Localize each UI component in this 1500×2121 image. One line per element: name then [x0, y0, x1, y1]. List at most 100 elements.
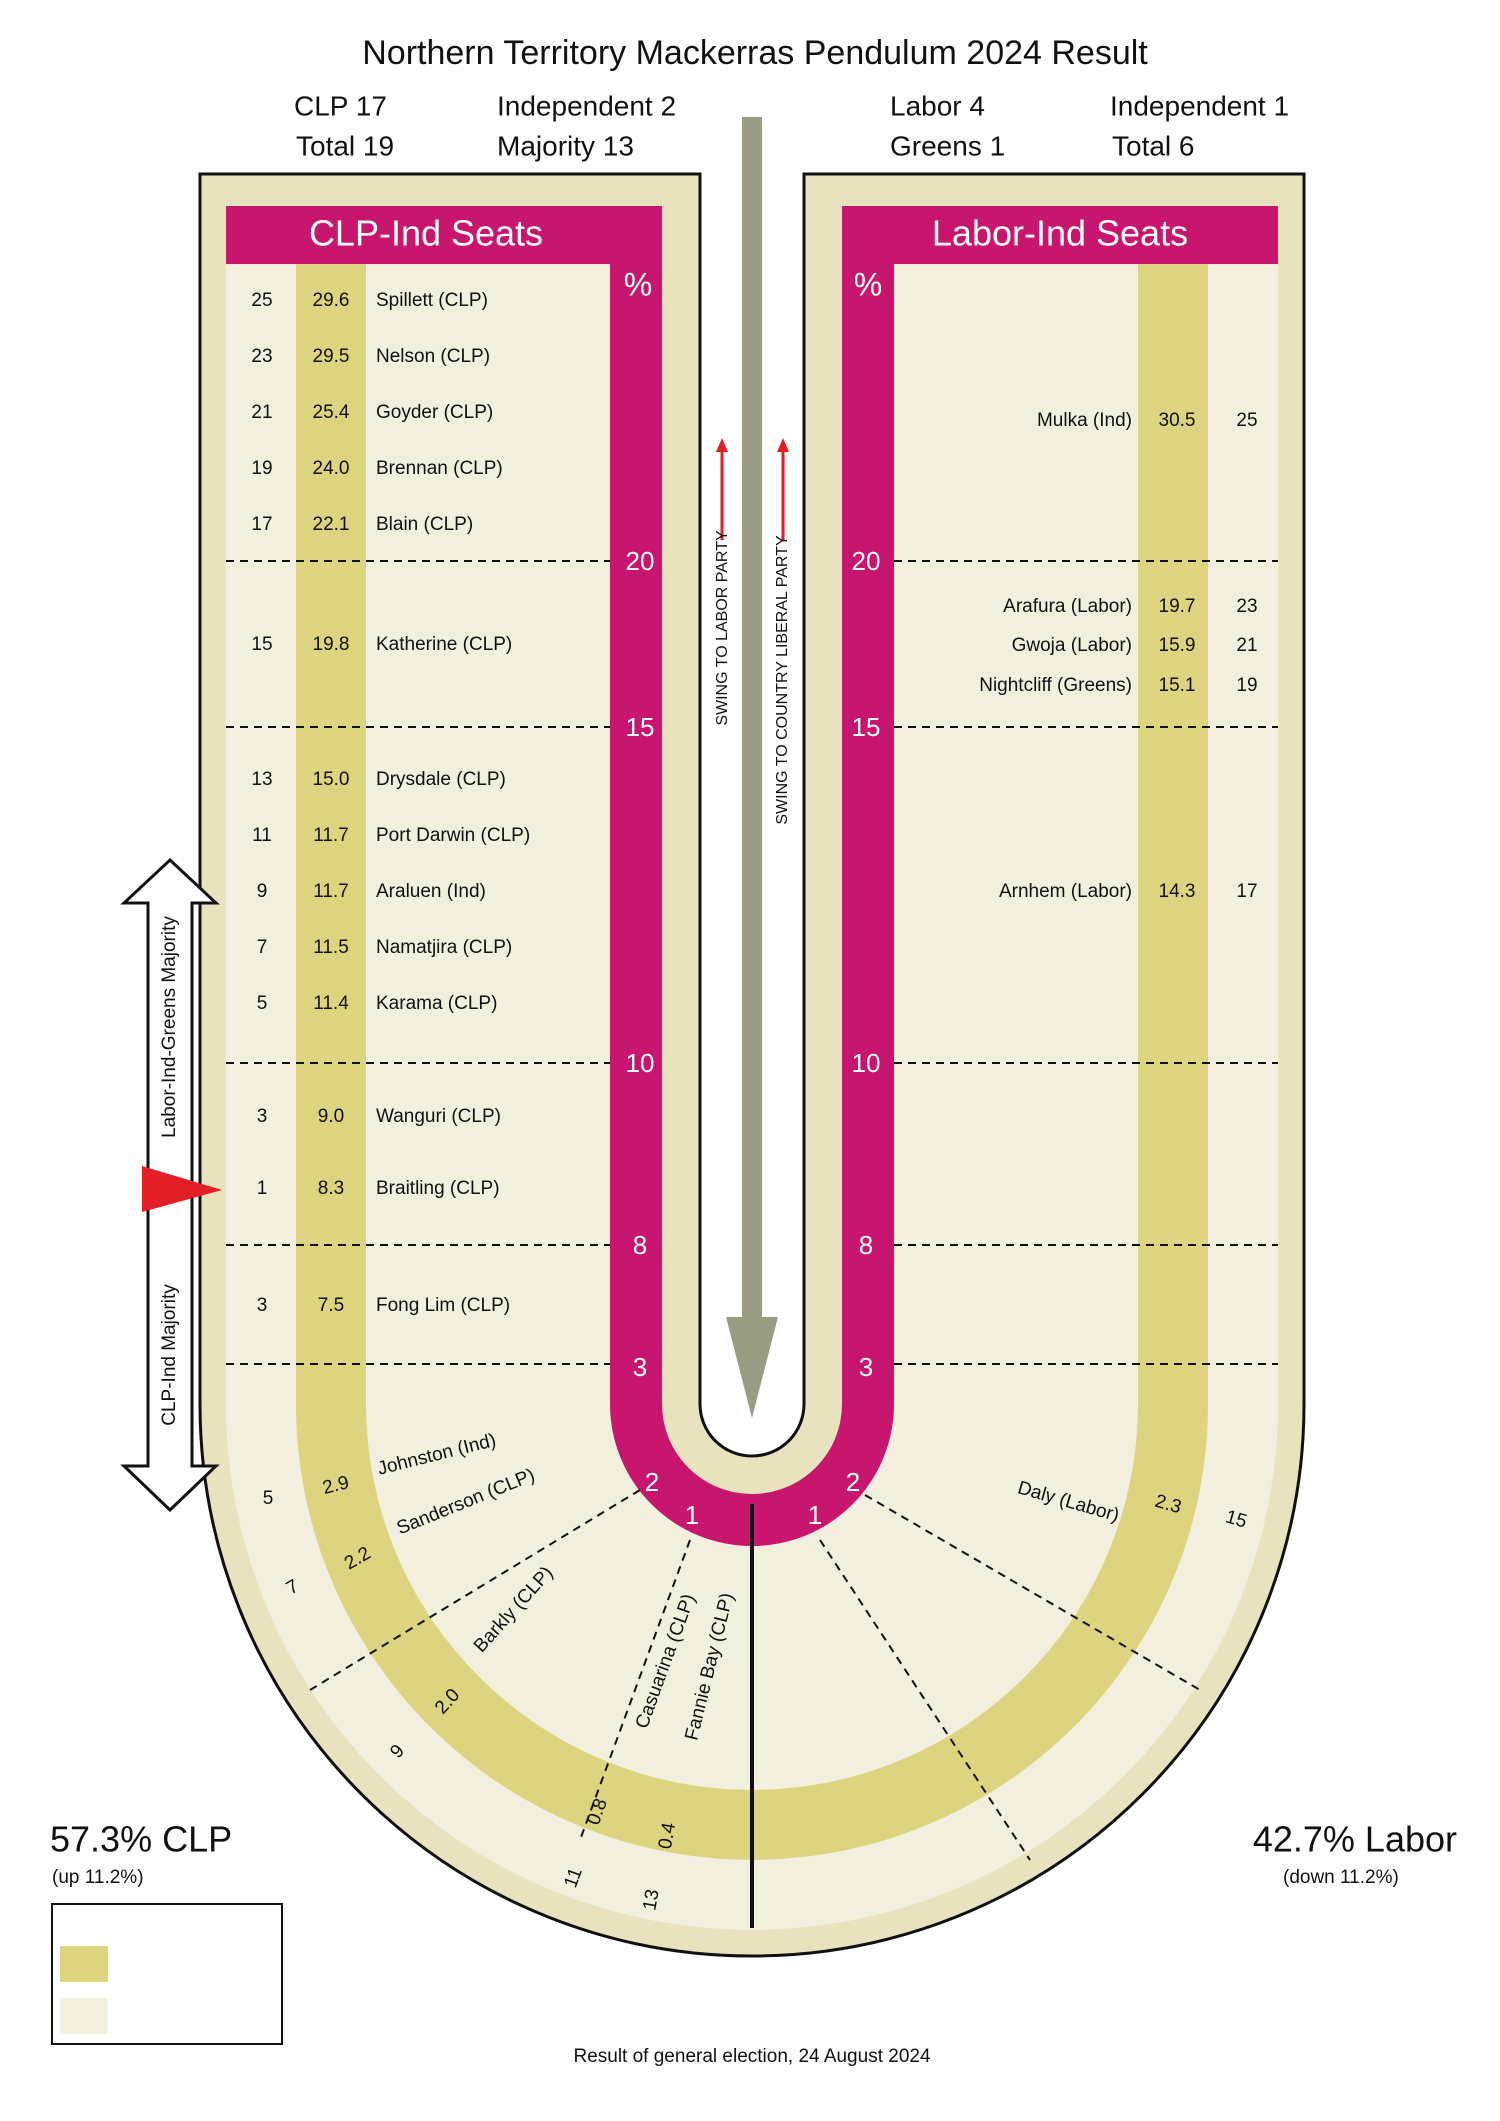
seat-margin: 30.5: [1159, 410, 1196, 431]
seat-name: Katherine (CLP): [376, 634, 512, 655]
seat-name: Nelson (CLP): [376, 346, 490, 367]
seat-margin: 11.5: [313, 937, 349, 958]
central-arrow: [726, 117, 778, 1418]
seat-rank: 9: [257, 881, 268, 902]
seat-name: Goyder (CLP): [376, 402, 493, 423]
seat-rank: 3: [257, 1106, 268, 1127]
seat-name: Mulka (Ind): [1037, 410, 1132, 431]
seat-margin: 0.4: [655, 1821, 680, 1851]
seat-rank: 15: [251, 634, 272, 655]
seat-rank: 21: [251, 402, 272, 423]
seat-rank: 19: [251, 458, 272, 479]
seat-margin: 7.5: [318, 1295, 344, 1316]
seat-rank: 19: [1236, 675, 1257, 696]
seat-margin: 19.7: [1159, 596, 1196, 617]
seat-margin: 11.4: [313, 993, 349, 1014]
seat-margin: 11.7: [313, 881, 349, 902]
swing-to-clp-label: SWING TO COUNTRY LIBERAL PARTY: [774, 535, 791, 825]
majority-pointer-icon: [142, 1166, 222, 1212]
percent-right: %: [854, 266, 882, 302]
seat-rank: 23: [1236, 596, 1257, 617]
total-independent-right: Independent 1: [1110, 90, 1289, 121]
scale-label: 1: [808, 1500, 822, 1530]
scale-label: 15: [852, 712, 881, 742]
seat-margin: 22.1: [313, 514, 350, 535]
left-header-label: CLP-Ind Seats: [309, 213, 543, 254]
seat-margin: 11.7: [313, 825, 349, 846]
scale-label: 8: [859, 1230, 873, 1260]
scale-lines: [226, 560, 1278, 1861]
seat-name: Karama (CLP): [376, 993, 497, 1014]
seat-name: Brennan (CLP): [376, 458, 503, 479]
vote-clp-change: (up 11.2%): [52, 1867, 144, 1888]
right-header-bar: [842, 206, 1278, 264]
vote-labor-change: (down 11.2%): [1283, 1867, 1399, 1888]
seat-margin: 9.0: [318, 1106, 344, 1127]
seat-rank: 25: [1236, 410, 1257, 431]
seat-name: Arnhem (Labor): [999, 881, 1132, 902]
scale-label: 20: [626, 546, 655, 576]
majority-upper-label: Labor-Ind-Greens Majority: [159, 916, 180, 1138]
total-greens: Greens 1: [890, 130, 1005, 161]
scale-label: 3: [859, 1352, 873, 1382]
seat-name: Blain (CLP): [376, 514, 473, 535]
swing-arrows: [716, 438, 789, 540]
seat-name: Spillett (CLP): [376, 290, 488, 311]
seat-name: Fong Lim (CLP): [376, 1295, 510, 1316]
page-title: Northern Territory Mackerras Pendulum 20…: [362, 34, 1148, 72]
seat-rank: 5: [263, 1488, 274, 1509]
right-header-label: Labor-Ind Seats: [932, 213, 1188, 254]
scale-label: 8: [633, 1230, 647, 1260]
seat-name: Drysdale (CLP): [376, 769, 506, 790]
seat-rank: 13: [639, 1888, 663, 1912]
total-independent-left: Independent 2: [497, 90, 676, 121]
seat-margin: 15.0: [313, 769, 350, 790]
inner-panel-left: [226, 262, 1278, 1930]
swing-to-labor-label: SWING TO LABOR PARTY: [714, 530, 731, 726]
seat-margin: 14.3: [1159, 881, 1196, 902]
seat-margin: 15.9: [1159, 635, 1196, 656]
scale-label: 1: [685, 1500, 699, 1530]
seat-margin: 15.1: [1159, 675, 1196, 696]
seat-rank: 5: [257, 993, 268, 1014]
seat-margin: 25.4: [313, 402, 350, 423]
seat-margin: 19.8: [313, 634, 350, 655]
scale-label: 10: [626, 1048, 655, 1078]
seat-name: Port Darwin (CLP): [376, 825, 530, 846]
seat-rank: 17: [251, 514, 272, 535]
seat-name: Wanguri (CLP): [376, 1106, 501, 1127]
total-clp: CLP 17: [294, 90, 387, 121]
seat-rank: 17: [1236, 881, 1257, 902]
seat-margin: 29.6: [313, 290, 350, 311]
seat-name: Araluen (Ind): [376, 881, 486, 902]
vote-clp: 57.3% CLP: [50, 1819, 232, 1860]
percent-left: %: [624, 266, 652, 302]
seat-name: Arafura (Labor): [1003, 596, 1132, 617]
seat-rank: 3: [257, 1295, 268, 1316]
scale-label: 10: [852, 1048, 881, 1078]
seat-rank: 11: [252, 825, 272, 846]
seat-rank: 25: [251, 290, 272, 311]
scale-band: [610, 262, 894, 1546]
left-header-bar: [226, 206, 662, 264]
seat-name: Gwoja (Labor): [1012, 635, 1132, 656]
scale-label: 3: [633, 1352, 647, 1382]
scale-label: 20: [852, 546, 881, 576]
seat-rank: 13: [251, 769, 272, 790]
majority-total: Majority 13: [497, 130, 634, 161]
scale-label: 2: [645, 1467, 659, 1497]
total-left: Total 19: [296, 130, 394, 161]
seat-margin: 8.3: [318, 1178, 344, 1199]
seat-rank: 7: [257, 937, 268, 958]
scale-label: 2: [846, 1467, 860, 1497]
seat-rank: 23: [251, 346, 272, 367]
seat-rank: 1: [257, 1178, 268, 1199]
seat-rank: 21: [1236, 635, 1257, 656]
scale-label: 15: [626, 712, 655, 742]
seat-margin: 29.5: [313, 346, 350, 367]
total-labor: Labor 4: [890, 90, 985, 121]
seat-name: Nightcliff (Greens): [979, 675, 1132, 696]
total-right: Total 6: [1112, 130, 1195, 161]
key-box: [51, 1903, 283, 2045]
